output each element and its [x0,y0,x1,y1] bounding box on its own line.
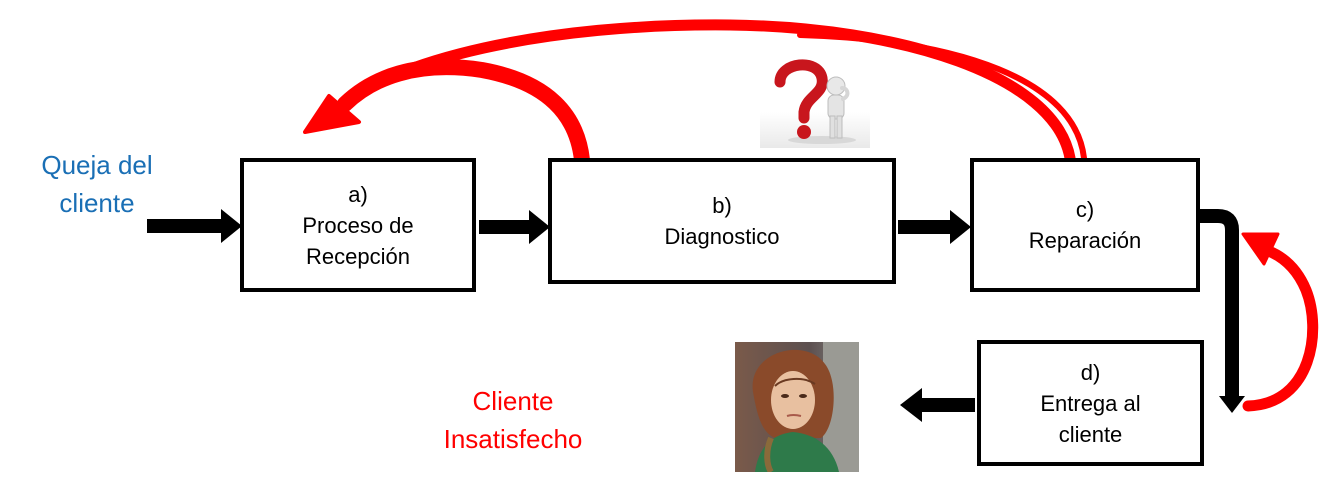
rework-arrow-c-to-a [330,19,1087,164]
step-c-line-1: Reparación [1028,228,1142,253]
flow-arrows [147,209,1245,422]
step-c-letter: c) [1075,197,1095,222]
arrow-d-to-customer [900,388,975,422]
question-mark-figure-icon [760,59,870,148]
arrow-c-to-d [1200,209,1245,413]
rework-arrow-d-to-c [1241,232,1319,412]
arrow-start-to-a [147,209,242,243]
step-d-letter: d) [1080,359,1101,385]
step-c-box: c) Reparación [970,158,1200,292]
step-a-line-2: Recepción [306,243,410,269]
arrow-a-to-b [479,210,550,244]
start-label: Queja del cliente [12,146,182,222]
arrow-b-to-c [898,210,971,244]
step-a-line-1: Proceso de [302,212,414,238]
step-a-box: a) Proceso de Recepción [240,158,476,292]
end-label-line-2: Insatisfecho [443,424,583,454]
start-label-line-2: cliente [59,188,135,218]
end-label-line-1: Cliente [472,386,554,416]
end-label: Cliente Insatisfecho [418,382,608,458]
step-a-letter: a) [348,181,368,207]
unhappy-customer-photo [735,342,859,472]
rework-arrows [303,19,1319,412]
step-b-letter: b) [712,193,732,218]
step-d-line-2: cliente [1058,421,1123,447]
step-d-box: d) Entrega al cliente [977,340,1204,466]
step-d-line-1: Entrega al [1040,390,1141,416]
step-b-box: b) Diagnostico [548,158,896,284]
rework-arrow-b-to-a [303,59,590,168]
start-label-line-1: Queja del [41,150,153,180]
step-b-line-1: Diagnostico [664,224,780,249]
